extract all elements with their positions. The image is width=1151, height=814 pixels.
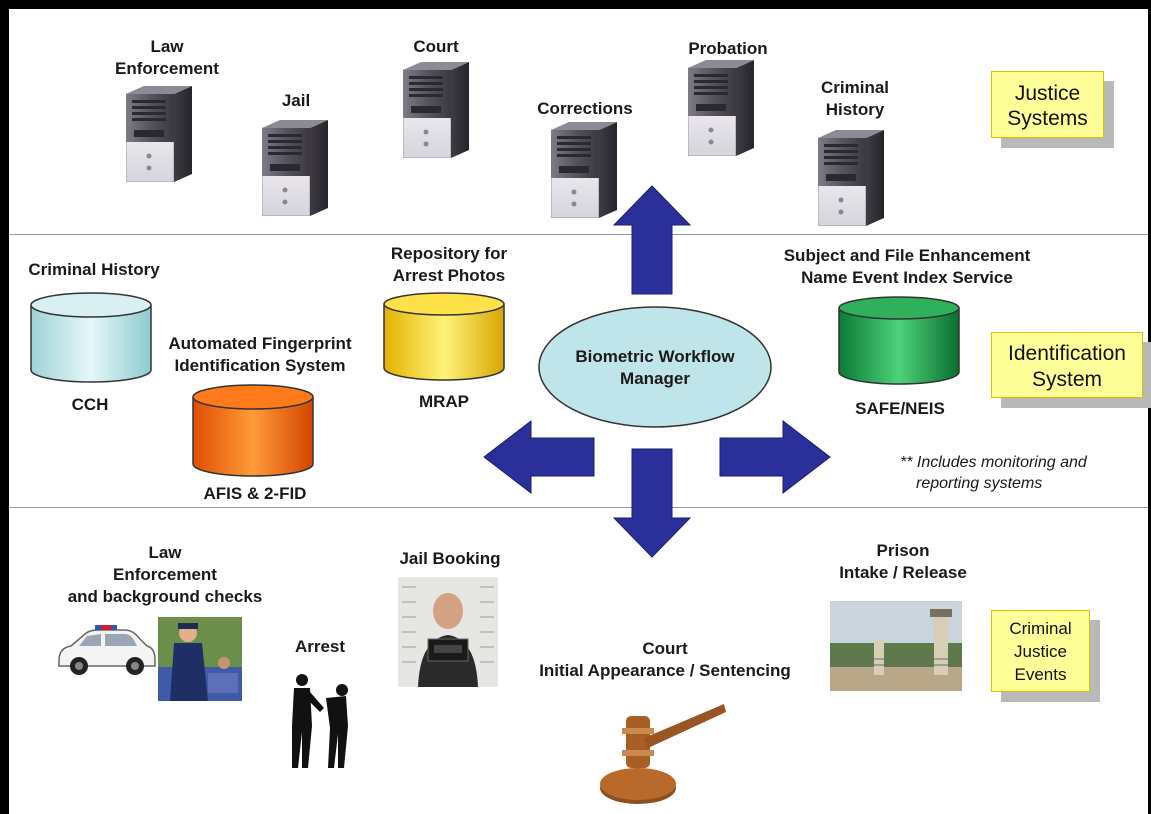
- probation-server-icon: [688, 60, 754, 156]
- safe-neis-database-icon: [838, 296, 960, 385]
- criminal-history-server-icon: [818, 130, 884, 226]
- section-divider-bottom: [9, 507, 1148, 508]
- court-server-icon: [403, 62, 469, 158]
- jail-server-icon: [262, 120, 328, 216]
- corrections-system-label: Corrections: [537, 99, 633, 118]
- mrap-label: MRAP: [418, 392, 470, 411]
- prison-photo: [830, 601, 962, 691]
- safe-neis-label: SAFE/NEIS: [855, 399, 945, 418]
- gavel-icon: [600, 704, 726, 804]
- arrest-figures-icon: [292, 674, 348, 768]
- jail-system-label: Jail: [281, 91, 311, 110]
- arrow-left-icon: [483, 419, 595, 495]
- afis-label: AFIS & 2-FID: [203, 484, 307, 503]
- jail-booking-label: Jail Booking: [399, 549, 501, 568]
- court-system-label: Court: [413, 37, 459, 56]
- cch-database-icon: [30, 292, 152, 383]
- mrap-database-icon: [383, 292, 505, 381]
- cch-title: Criminal History: [28, 260, 160, 279]
- probation-system-label: Probation: [688, 39, 768, 58]
- booking-photo: [398, 577, 498, 687]
- corrections-server-icon: [551, 122, 617, 218]
- arrow-down-icon: [612, 448, 692, 558]
- cch-label: CCH: [71, 395, 109, 414]
- arrow-right-icon: [719, 419, 831, 495]
- arrow-up-icon: [612, 185, 692, 295]
- officer-photo: [158, 617, 242, 701]
- police-car-icon: [58, 625, 156, 675]
- arrest-label: Arrest: [294, 637, 346, 656]
- law-enforcement-server-icon: [126, 86, 192, 182]
- afis-database-icon: [192, 384, 314, 477]
- biometric-workflow-manager-ellipse: [538, 306, 772, 428]
- section-divider-top: [9, 234, 1148, 235]
